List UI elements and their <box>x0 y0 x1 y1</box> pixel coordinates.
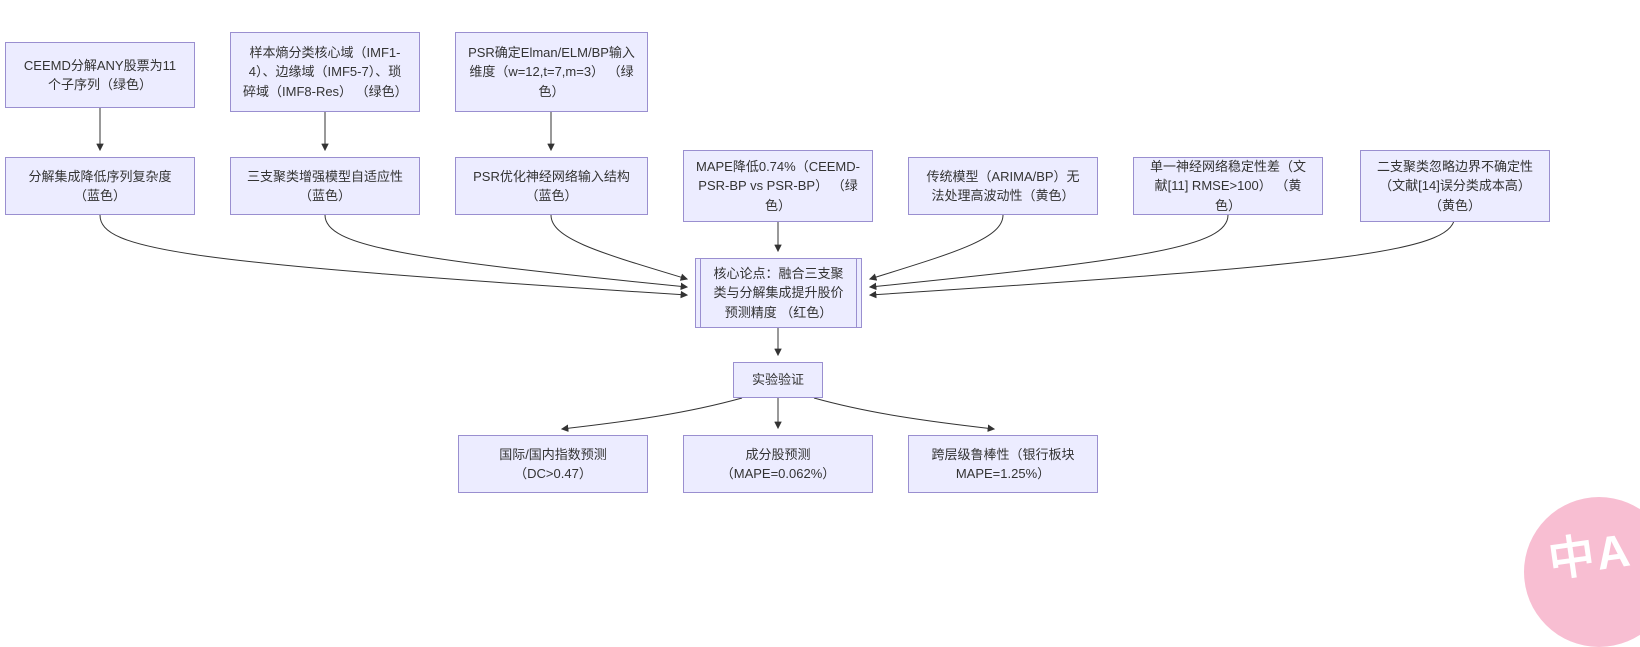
node-traditional-limitation: 传统模型（ARIMA/BP）无法处理高波动性（黄色） <box>908 157 1098 215</box>
node-label: PSR确定Elman/ELM/BP输入维度（w=12,t=7,m=3） （绿色） <box>468 44 635 99</box>
node-label: 国际/国内指数预测 （DC>0.47） <box>499 446 607 482</box>
node-ceemd-decompose: CEEMD分解ANY股票为11个子序列（绿色） <box>5 42 195 108</box>
edge-threeway-to-core <box>324 214 689 291</box>
node-mape-evidence: MAPE降低0.74%（CEEMD-PSR-BP vs PSR-BP） （绿色） <box>683 150 873 222</box>
node-psr-benefit: PSR优化神经网络输入结构 （蓝色） <box>455 157 648 215</box>
node-label: MAPE降低0.74%（CEEMD-PSR-BP vs PSR-BP） （绿色） <box>696 158 860 213</box>
edge-twoway-to-core <box>868 214 1456 299</box>
node-two-way-limitation: 二支聚类忽略边界不确定性 （文献[14]误分类成本高） （黄色） <box>1360 150 1550 222</box>
node-label: 单一神经网络稳定性差（文献[11] RMSE>100） （黄色） <box>1149 158 1306 213</box>
node-label: 跨层级鲁棒性（银行板块 MAPE=1.25%） <box>931 446 1075 482</box>
edge-experiment-to-index <box>560 397 743 433</box>
node-label: 成分股预测 （MAPE=0.062%） <box>720 446 836 482</box>
node-label: 三支聚类增强模型自适应性 （蓝色） <box>246 168 403 204</box>
edge-decomposition-to-core <box>99 214 689 299</box>
node-sample-entropy: 样本熵分类核心域（IMF1-4）、边缘域（IMF5-7）、琐碎域（IMF8-Re… <box>230 32 420 112</box>
node-label: 传统模型（ARIMA/BP）无法处理高波动性（黄色） <box>926 168 1080 204</box>
translate-button[interactable]: 中A <box>1524 497 1640 647</box>
node-single-nn-limitation: 单一神经网络稳定性差（文献[11] RMSE>100） （黄色） <box>1133 157 1323 215</box>
edge-traditional-to-core <box>868 214 1004 281</box>
node-experiment-validation: 实验验证 <box>733 362 823 398</box>
node-cross-level-robustness: 跨层级鲁棒性（银行板块 MAPE=1.25%） <box>908 435 1098 493</box>
edge-experiment-to-robustness <box>813 397 996 433</box>
node-decomposition-benefit: 分解集成降低序列复杂度 （蓝色） <box>5 157 195 215</box>
node-constituent-prediction: 成分股预测 （MAPE=0.062%） <box>683 435 873 493</box>
node-core-thesis: 核心论点：融合三支聚类与分解集成提升股价预测精度 （红色） <box>695 258 862 328</box>
node-three-way-benefit: 三支聚类增强模型自适应性 （蓝色） <box>230 157 420 215</box>
node-label: 二支聚类忽略边界不确定性 （文献[14]误分类成本高） （黄色） <box>1376 158 1533 213</box>
node-label: 分解集成降低序列复杂度 （蓝色） <box>28 168 172 204</box>
edge-singlenn-to-core <box>868 214 1229 291</box>
node-label: 实验验证 <box>751 372 804 388</box>
node-label: PSR优化神经网络输入结构 （蓝色） <box>473 168 630 204</box>
node-index-prediction: 国际/国内指数预测 （DC>0.47） <box>458 435 648 493</box>
node-psr-input-dimension: PSR确定Elman/ELM/BP输入维度（w=12,t=7,m=3） （绿色） <box>455 32 648 112</box>
translate-icon: 中A <box>1545 523 1635 587</box>
node-label: 核心论点：融合三支聚类与分解集成提升股价预测精度 （红色） <box>713 265 844 320</box>
edge-psrbenefit-to-core <box>550 214 689 281</box>
flowchart-canvas: { "diagram": { "title": "三支聚类与分解集成股价预测论证… <box>5 32 1640 647</box>
node-label: CEEMD分解ANY股票为11个子序列（绿色） <box>23 57 177 93</box>
node-label: 样本熵分类核心域（IMF1-4）、边缘域（IMF5-7）、琐碎域（IMF8-Re… <box>243 44 408 99</box>
